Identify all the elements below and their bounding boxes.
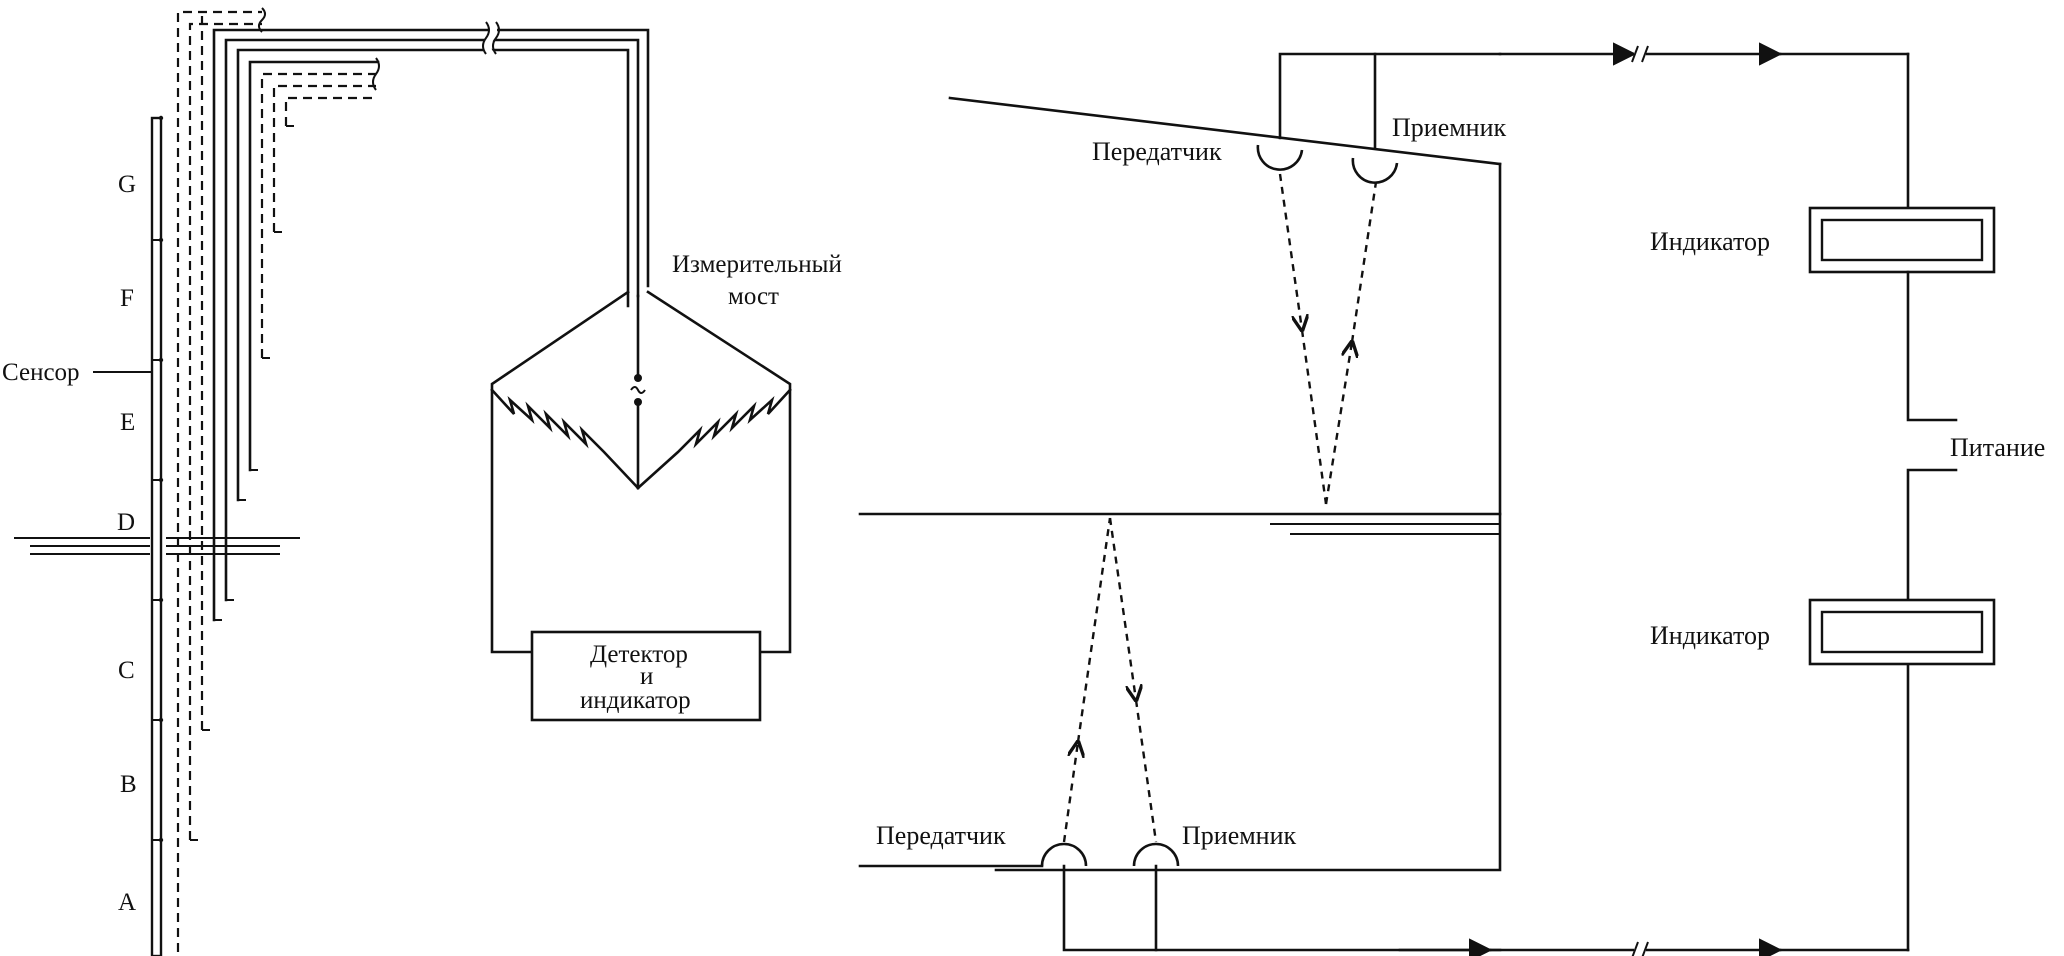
tank-top <box>948 96 1502 166</box>
top-transmitter <box>1256 144 1304 171</box>
bottom-wiring <box>1062 634 1910 956</box>
liquid-surface <box>858 512 1502 535</box>
bridge-label-line2: мост <box>728 283 779 310</box>
top-transmitter-label: Передатчик <box>1092 137 1222 166</box>
rod-contacts <box>158 115 164 843</box>
line-break-icon <box>1631 941 1649 956</box>
power-lead-bottom <box>1906 468 1958 602</box>
solid-leads-to-bridge <box>212 28 650 622</box>
sensor-rod <box>150 116 163 956</box>
power-lead-top <box>1906 270 1958 422</box>
ray-down-bottom <box>1108 517 1136 700</box>
line-break-icon <box>482 21 490 55</box>
segment-label-a: A <box>118 889 136 916</box>
top-receiver <box>1351 157 1399 184</box>
segment-label-g: G <box>118 171 136 198</box>
power-label: Питание <box>1950 433 2045 462</box>
resistor-icon <box>636 388 792 490</box>
segment-label-d: D <box>117 509 135 536</box>
segment-label-f: F <box>120 285 134 312</box>
indicator-top <box>1808 206 1996 274</box>
bottom-transmitter-label: Передатчик <box>876 821 1006 850</box>
ray-down-top <box>1278 173 1302 330</box>
indicator-bottom <box>1808 598 1996 666</box>
level-sensor-panel: G F E D C B A Сенсор <box>2 7 842 956</box>
resistor-icon <box>490 388 640 490</box>
sensor-label: Сенсор <box>2 359 80 386</box>
segment-label-e: E <box>120 409 135 436</box>
segment-label-b: B <box>120 771 137 798</box>
measuring-bridge: Детектор и индикатор <box>490 290 792 722</box>
liquid-level-left <box>14 537 300 555</box>
ray-up-bottom <box>1062 742 1078 843</box>
detector-box <box>530 630 762 722</box>
bottom-receiver-label: Приемник <box>1182 821 1297 850</box>
bottom-transmitter <box>1040 842 1088 867</box>
line-break-icon <box>372 57 380 91</box>
dashed-leads-outer <box>176 7 266 952</box>
detector-label-line1: Детектор <box>590 641 688 668</box>
ray-up-top <box>1324 342 1352 505</box>
dashed-leads-inner <box>260 19 500 358</box>
indicator-top-label: Индикатор <box>1650 227 1770 256</box>
bottom-receiver <box>1132 842 1180 867</box>
detector-label-line3: индикатор <box>580 687 691 714</box>
ultrasonic-panel: Передатчик Приемник Передатчик Приемник <box>858 42 2045 956</box>
lead-taps <box>190 125 294 841</box>
indicator-bottom-label: Индикатор <box>1650 621 1770 650</box>
line-break-icon <box>1631 45 1649 63</box>
detector-label-line2: и <box>640 663 653 690</box>
top-wiring <box>1278 42 1910 210</box>
tank-wall <box>994 162 1502 872</box>
bridge-label-line1: Измерительный <box>672 251 842 278</box>
top-receiver-label: Приемник <box>1392 113 1507 142</box>
line-break-icon <box>258 7 266 33</box>
segment-label-c: C <box>118 657 135 684</box>
